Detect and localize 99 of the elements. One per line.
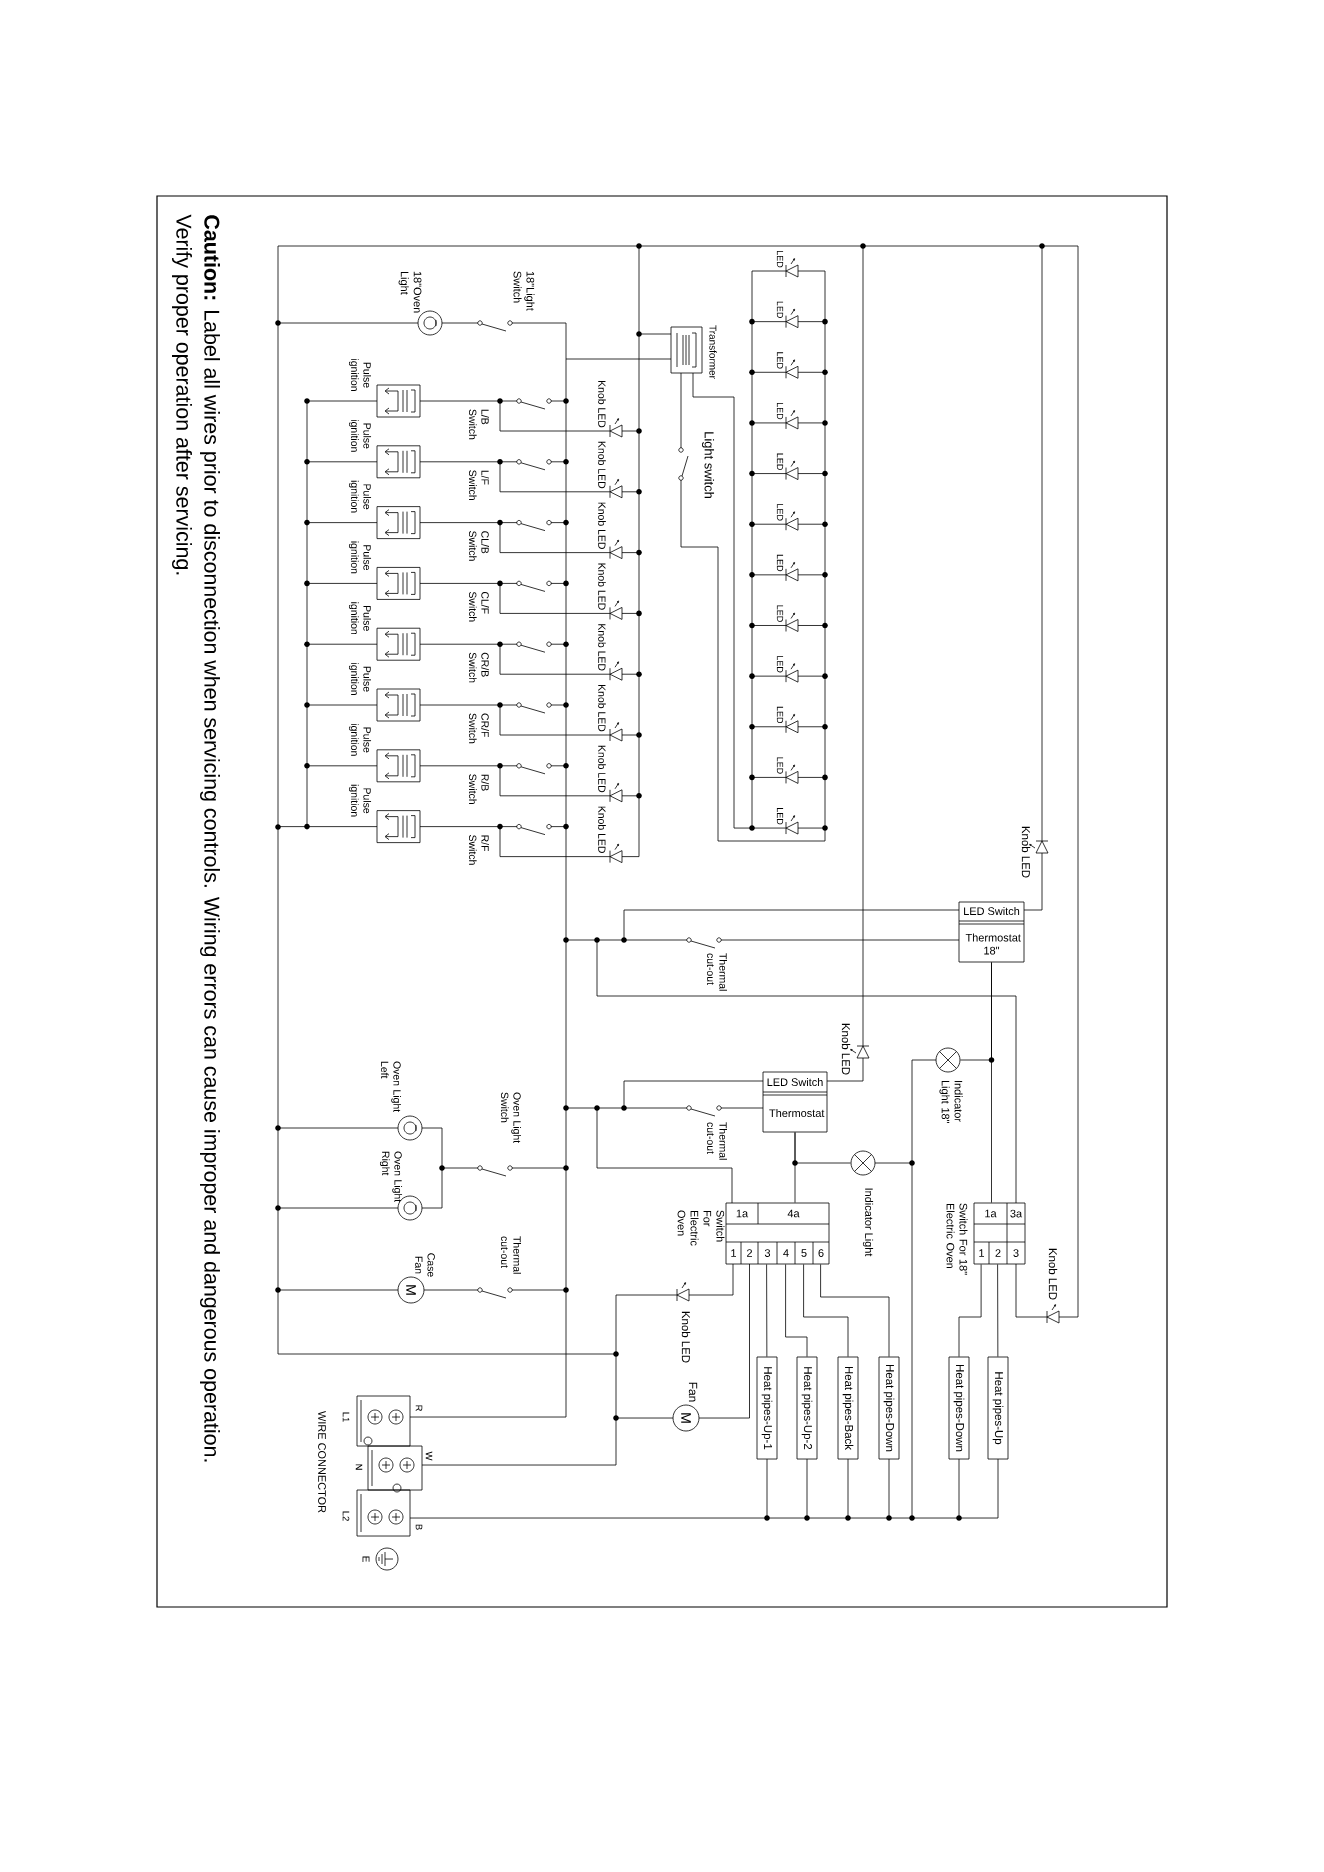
terminal-label: R [415,1405,423,1411]
heating-element-box: Heat pipes-Up [987,1356,1009,1460]
component-label: Pulse ignition [348,784,372,817]
component-label: Thermal cut-out [707,1122,727,1160]
node-label: 4 [783,1249,789,1257]
led-label: Knob LED [598,806,606,853]
heating-element-box: Heat pipes-Up-2 [796,1356,818,1460]
led-label: Knob LED [1021,826,1031,878]
led-label: LED [776,453,784,470]
node-label: 5 [801,1249,807,1257]
motor-letter: M [681,1413,691,1423]
component-label: Light switch [701,432,715,498]
component-label: Pulse ignition [348,602,372,635]
switch-label: CR/F Switch [469,713,489,744]
wire [803,1264,849,1357]
component-label: Case Fan [415,1253,435,1277]
component-label: Oven Light Left [381,1061,401,1113]
wire [997,1264,999,1357]
switch-label: L/B Switch [469,409,489,440]
led-label: LED [776,757,784,774]
terminal-label: L1 [342,1412,350,1422]
terminal-label: L2 [342,1511,350,1521]
led-label: LED [776,402,784,420]
wire [958,1264,982,1357]
component-label: WIRE CONNECTOR [318,1411,326,1513]
wire [820,1264,890,1357]
led-label: LED [776,554,784,572]
component-label: Fan [688,1382,698,1402]
switch-label: Oven Light Switch [501,1092,521,1144]
switch-block: 1a 4a 1 2 3 4 5 6 [725,1202,830,1265]
wire [766,1264,768,1357]
warning-note: Verify proper operation after servicing. [172,214,192,575]
node-label: 1 [731,1249,737,1257]
terminal-label: N [355,1464,363,1470]
led-label: Knob LED [598,563,606,610]
switch-block: 1a 3a 1 2 3 [973,1202,1026,1265]
wire [960,962,992,1061]
component-label: Pulse ignition [348,359,372,391]
wire [785,1264,808,1357]
switch-label: CL/B Switch [469,531,489,561]
component-label: Pulse ignition [348,663,372,695]
led-label: LED [776,504,784,521]
led-label: Knob LED [598,381,606,428]
switch-label: R/B Switch [469,774,489,804]
led-label: LED [776,656,784,673]
component-label: 18"Oven Light [398,271,422,313]
node-label: 2 [995,1249,1001,1257]
led-label: Knob LED [841,1023,851,1075]
led-label: Knob LED [681,1311,691,1363]
led-label: LED [776,808,784,825]
switch-label: CL/F Switch [469,591,489,622]
thermostat-box: LED Switch Thermostat [762,1071,828,1133]
node-label: 3a [1010,1209,1023,1218]
terminal-label: B [415,1524,423,1530]
led-label: LED [776,251,784,268]
node-label: 2 [747,1249,752,1257]
switch-label: R/F Switch [469,835,489,865]
node-label: 3 [764,1249,771,1257]
led-label: Knob LED [598,624,606,671]
component-label: Indicator Light [862,1188,874,1257]
heating-element-box: Heat pipes-Down [948,1356,970,1460]
node-label: 1a [736,1209,749,1218]
component-label: Transformer [709,325,717,379]
motor-letter: M [406,1285,416,1295]
component-label: Pulse ignition [348,541,372,574]
led-label: LED [776,605,784,622]
warning-note: Caution: Label all wires prior to disconnection when servicing controls. Wiring errors can cause improper and dangerous operation. [200,215,220,1462]
node-label: 1a [985,1209,997,1218]
heating-element-box: Heat pipes-Up-1 [756,1356,778,1460]
led-label: Knob LED [598,745,606,793]
wire [794,1132,851,1164]
component-label: 18"Light Switch [513,271,535,311]
node-label: 4a [787,1209,800,1218]
component-label: Indicator Light 18" [939,1080,963,1124]
led-label: Knob LED [598,685,606,732]
component-label: Pulse ignition [348,419,372,452]
switch-label: L/F Switch [469,470,489,500]
heating-element-box: Heat pipes-Down [878,1356,900,1460]
node-label: 3 [1013,1249,1019,1257]
led-label: Knob LED [598,441,606,489]
led-label: LED [776,706,784,724]
component-label: Switch For 18" Electric Oven [946,1203,968,1275]
led-label: Knob LED [598,502,606,549]
terminal-label: W [425,1451,433,1461]
component-label: Pulse ignition [348,723,372,756]
component-label: Switch For Electric Oven [677,1210,725,1246]
led-label: LED [776,301,784,318]
led-label: Knob LED [1048,1248,1058,1300]
thermostat-box: LED Switch Thermostat 18" [958,901,1025,963]
component-label: Pulse ignition [348,480,372,513]
switch-label: CR/B Switch [469,652,489,683]
led-label: LED [776,352,784,369]
component-label: Thermal cut-out [501,1236,521,1274]
component-label: Oven Light Right [379,1151,403,1203]
node-label: 6 [818,1249,824,1257]
node-label: 1 [979,1249,985,1257]
heating-element-box: Heat pipes-Back [837,1356,859,1460]
component-label: Thermal cut-out [707,953,727,991]
terminal-label: E [362,1556,370,1562]
